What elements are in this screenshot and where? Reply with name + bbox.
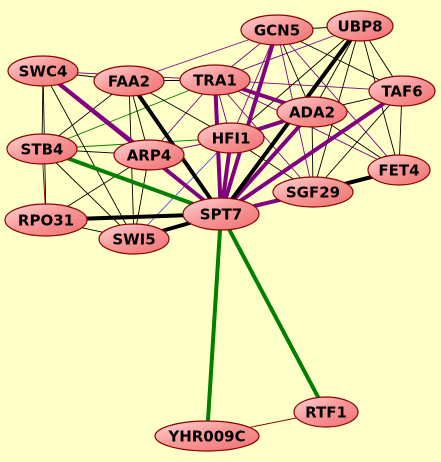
- node-spt7[interactable]: SPT7: [182, 197, 260, 231]
- node-rpo31[interactable]: RPO31: [4, 203, 88, 237]
- node-arp4[interactable]: ARP4: [113, 139, 185, 171]
- edge-spt7-gcn5: [219, 28, 279, 216]
- node-tra1[interactable]: TRA1: [179, 64, 251, 96]
- edge-swc4-swi5: [42, 70, 135, 240]
- node-ellipse: [98, 223, 170, 255]
- node-taf6[interactable]: TAF6: [368, 75, 436, 107]
- node-yhr009c[interactable]: YHR009C: [154, 420, 260, 452]
- edge-spt7-taf6: [219, 89, 404, 216]
- node-label: SPT7: [200, 206, 242, 224]
- edge-hfi1-swi5: [133, 137, 232, 240]
- node-label: RTF1: [305, 404, 347, 422]
- node-label: STB4: [21, 141, 64, 159]
- edge-spt7-stb4: [40, 147, 223, 216]
- edge-spt7-yhr009c: [205, 212, 223, 438]
- node-swi5[interactable]: SWI5: [98, 223, 170, 255]
- node-ellipse: [6, 133, 78, 165]
- node-ellipse: [197, 122, 265, 154]
- node-stb4[interactable]: STB4: [6, 133, 78, 165]
- edge-spt7-rtf1: [219, 212, 328, 414]
- node-label: TAF6: [381, 83, 422, 101]
- node-ellipse: [113, 139, 185, 171]
- node-label: GCN5: [254, 22, 300, 40]
- node-ellipse: [154, 420, 260, 452]
- node-label: SGF29: [286, 184, 340, 202]
- node-faa2[interactable]: FAA2: [93, 65, 165, 97]
- edge-gcn5-hfi1: [230, 29, 278, 139]
- node-ellipse: [240, 14, 314, 46]
- node-ada2[interactable]: ADA2: [276, 96, 348, 128]
- node-hfi1[interactable]: HFI1: [197, 122, 265, 154]
- edge-taf6-sgf29: [312, 90, 403, 193]
- node-label: YHR009C: [167, 428, 245, 446]
- node-label: ARP4: [127, 147, 172, 165]
- node-sgf29[interactable]: SGF29: [272, 176, 354, 208]
- edge-tra1-stb4: [41, 79, 216, 150]
- node-label: UBP8: [337, 18, 382, 36]
- node-gcn5[interactable]: GCN5: [240, 14, 314, 46]
- node-label: SWI5: [112, 231, 155, 249]
- node-fet4[interactable]: FET4: [367, 154, 431, 186]
- edge-spt7-ada2: [219, 110, 314, 216]
- node-ellipse: [182, 197, 260, 231]
- node-ellipse: [293, 396, 359, 428]
- node-ellipse: [7, 55, 79, 87]
- node-ubp8[interactable]: UBP8: [326, 10, 394, 42]
- node-ellipse: [326, 10, 394, 42]
- node-rtf1[interactable]: RTF1: [293, 396, 359, 428]
- edge-swc4-arp4: [41, 69, 151, 157]
- node-ellipse: [179, 64, 251, 96]
- node-ellipse: [272, 176, 354, 208]
- node-label: TRA1: [193, 72, 237, 90]
- node-swc4[interactable]: SWC4: [7, 55, 79, 87]
- node-label: SWC4: [19, 63, 68, 81]
- edge-gcn5-fet4: [276, 29, 400, 171]
- node-label: RPO31: [18, 212, 74, 230]
- node-ellipse: [276, 96, 348, 128]
- node-ellipse: [367, 154, 431, 186]
- node-label: ADA2: [289, 104, 335, 122]
- node-ellipse: [4, 203, 88, 237]
- node-label: FET4: [378, 162, 419, 180]
- edge-ubp8-hfi1: [230, 25, 361, 139]
- node-label: HFI1: [212, 130, 251, 148]
- node-ellipse: [368, 75, 436, 107]
- node-ellipse: [93, 65, 165, 97]
- node-label: FAA2: [108, 73, 150, 91]
